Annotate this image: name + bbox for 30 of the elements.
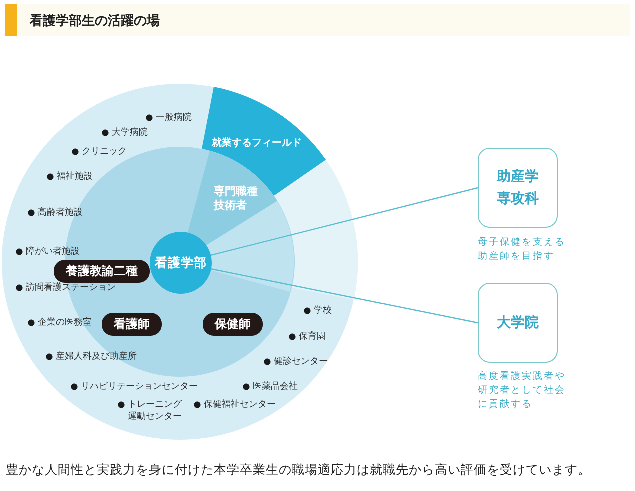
workplace-label: トレーニング運動センター bbox=[118, 399, 184, 423]
workplace-label: クリニック bbox=[72, 146, 127, 158]
workplace-label: 学校 bbox=[304, 305, 332, 317]
workplace-label: 企業の医務室 bbox=[28, 317, 92, 329]
workplace-label: 福祉施設 bbox=[47, 171, 93, 183]
program-box: 大学院 bbox=[478, 283, 558, 363]
workplace-label: 障がい者施設 bbox=[16, 246, 80, 258]
workplace-label: リハビリテーションセンター bbox=[71, 381, 198, 393]
qualification-badge: 保健師 bbox=[203, 313, 263, 336]
workplace-label: 訪問看護ステーション bbox=[16, 282, 116, 294]
title: 看護学部生の活躍の場 bbox=[30, 12, 160, 30]
sector-label: 就業するフィールド bbox=[212, 137, 303, 150]
qualification-badge: 看護師 bbox=[102, 313, 162, 336]
workplace-label: 高齢者施設 bbox=[28, 207, 83, 219]
connector-line bbox=[210, 187, 478, 256]
description-text: 高度看護実践者や研究者として社会に貢献する bbox=[478, 370, 567, 412]
workplace-label: 医薬品会社 bbox=[243, 381, 298, 393]
connector-line bbox=[211, 268, 478, 324]
workplace-label: 産婦人科及び助産所 bbox=[46, 351, 137, 363]
workplace-label: 健診センター bbox=[264, 356, 328, 368]
workplace-label: 保健福祉センター bbox=[194, 399, 276, 411]
workplace-label: 一般病院 bbox=[146, 112, 192, 124]
qualification-badge: 養護教諭二種 bbox=[54, 260, 150, 283]
field-sector bbox=[202, 87, 326, 196]
workplace-label: 大学病院 bbox=[102, 127, 148, 139]
workplace-label: 保育園 bbox=[289, 331, 326, 343]
program-box: 助産学専攻科 bbox=[478, 148, 558, 228]
caption: 豊かな人間性と実践力を身に付けた本学卒業生の職場適応力は就職先から高い評価を受けています。 bbox=[6, 462, 591, 479]
sector-label: 専門職種技術者 bbox=[214, 185, 259, 214]
description-text: 母子保健を支える助産師を目指す bbox=[478, 236, 567, 264]
